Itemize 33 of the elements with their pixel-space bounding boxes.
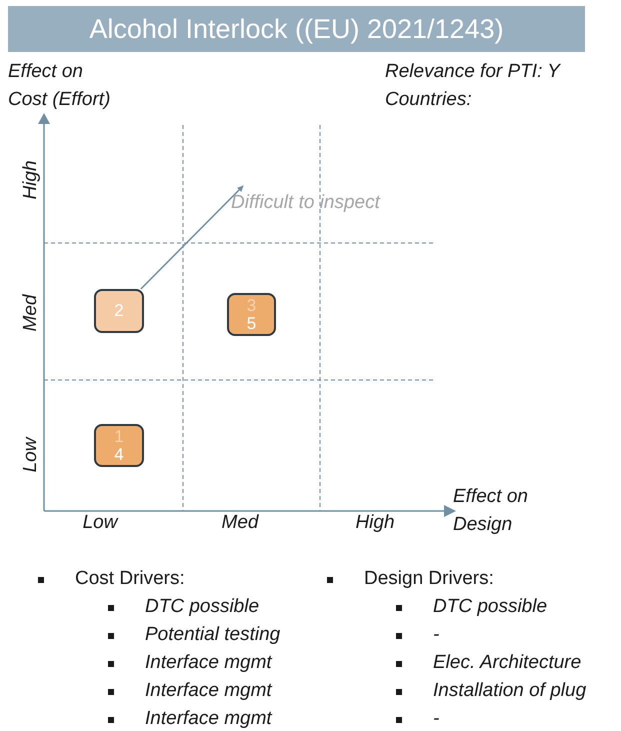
- axis-tick-label: Med: [20, 294, 42, 332]
- list-item: -: [433, 707, 440, 731]
- list-item: -: [433, 623, 440, 647]
- rating-box: [94, 424, 144, 467]
- arrow: [140, 185, 244, 290]
- annotation-text: Difficult to inspect: [231, 191, 382, 215]
- rating-number: 1: [114, 428, 124, 446]
- axis-tick-label: High: [355, 511, 395, 535]
- rating-number: 5: [246, 314, 256, 332]
- list-item: Potential testing: [145, 623, 280, 647]
- axis-title: Countries:: [385, 88, 472, 112]
- title-bar: Alcohol Interlock ((EU) 2021/1243): [8, 6, 585, 52]
- list-heading: Cost Drivers:: [75, 567, 185, 591]
- list-heading: Design Drivers:: [364, 567, 494, 591]
- list-item: DTC possible: [433, 595, 548, 619]
- rating-box: [227, 293, 276, 336]
- rating-number: 3: [246, 296, 256, 314]
- list-item: Interface mgmt: [145, 651, 272, 675]
- axis-title: Relevance for PTI: Y: [385, 60, 560, 84]
- axis-tick-label: Med: [222, 511, 258, 535]
- axis-title: Effect on Cost (Effort): [8, 60, 112, 112]
- rating-number: 2: [114, 302, 124, 320]
- list-item: Interface mgmt: [145, 707, 272, 731]
- list-item: Elec. Architecture: [433, 651, 582, 675]
- rating-number: 4: [114, 446, 124, 464]
- list-item: Interface mgmt: [145, 679, 272, 703]
- axis-title: Effect on Design: [453, 485, 529, 537]
- axis-tick-label: High: [20, 160, 42, 200]
- rating-box: [94, 289, 144, 333]
- axis-tick-label: Low: [20, 438, 42, 472]
- axis-tick-label: Low: [82, 511, 118, 535]
- list-item: DTC possible: [145, 595, 260, 619]
- list-item: Installation of plug: [433, 679, 586, 703]
